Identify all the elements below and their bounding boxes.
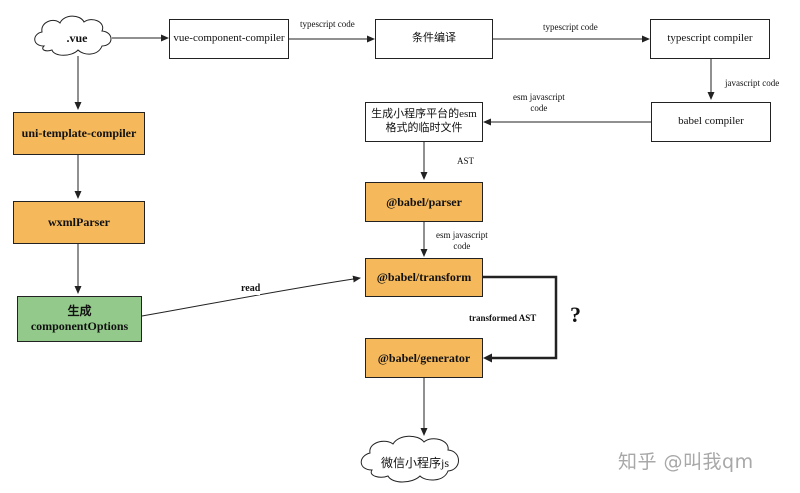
vue-cloud-shape [34,15,112,56]
temp-file-box: 生成小程序平台的esm 格式的临时文件 [365,102,483,142]
babel-generator-label: @babel/generator [377,350,471,365]
edge-label-esm-js-2: esm javascript code [436,230,488,252]
babel-generator-box: @babel/generator [365,338,483,378]
question-mark-label: ? [570,302,581,327]
zhihu-watermark: 知乎 @叫我qm [618,451,754,473]
wechat-js-cloud-shape [360,435,459,483]
vue-component-compiler-box: vue-component-compiler [169,19,289,59]
typescript-compiler-box: typescript compiler [650,19,770,59]
babel-compiler-label: babel compiler [678,115,744,128]
edge-label-ts-code-1: typescript code [300,19,355,30]
babel-parser-box: @babel/parser [365,182,483,222]
edge-label-esm-js-1: esm javascript code [513,92,565,114]
wxml-parser-box: wxmlParser [13,201,145,244]
component-options-label: 生成 componentOptions [30,304,129,333]
edge-label-js-code: javascript code [725,78,780,89]
wechat-js-cloud-label: 微信小程序js [380,455,449,470]
component-options-box: 生成 componentOptions [17,296,142,342]
edge-options-to-transform [141,275,361,317]
babel-transform-label: @babel/transform [376,270,472,284]
uni-template-compiler-label: uni-template-compiler [21,126,137,140]
edge-label-ts-code-2: typescript code [543,22,598,33]
conditional-compile-box: 条件编译 [375,19,493,59]
edge-label-transformed-ast: transformed AST [469,313,537,324]
babel-transform-box: @babel/transform [365,258,483,297]
temp-file-label: 生成小程序平台的esm 格式的临时文件 [371,108,477,134]
babel-compiler-box: babel compiler [651,102,771,142]
typescript-compiler-label: typescript compiler [667,32,753,45]
vue-component-compiler-label: vue-component-compiler [173,32,285,45]
edge-label-ast: AST [457,156,475,167]
babel-parser-label: @babel/parser [386,194,462,209]
edge-transform-to-generator [483,275,558,360]
edge-label-read: read [241,283,261,295]
vue-cloud-label: .vue [66,30,88,45]
uni-template-compiler-box: uni-template-compiler [13,112,145,155]
conditional-compile-label: 条件编译 [412,32,456,45]
wxml-parser-label: wxmlParser [48,215,110,229]
